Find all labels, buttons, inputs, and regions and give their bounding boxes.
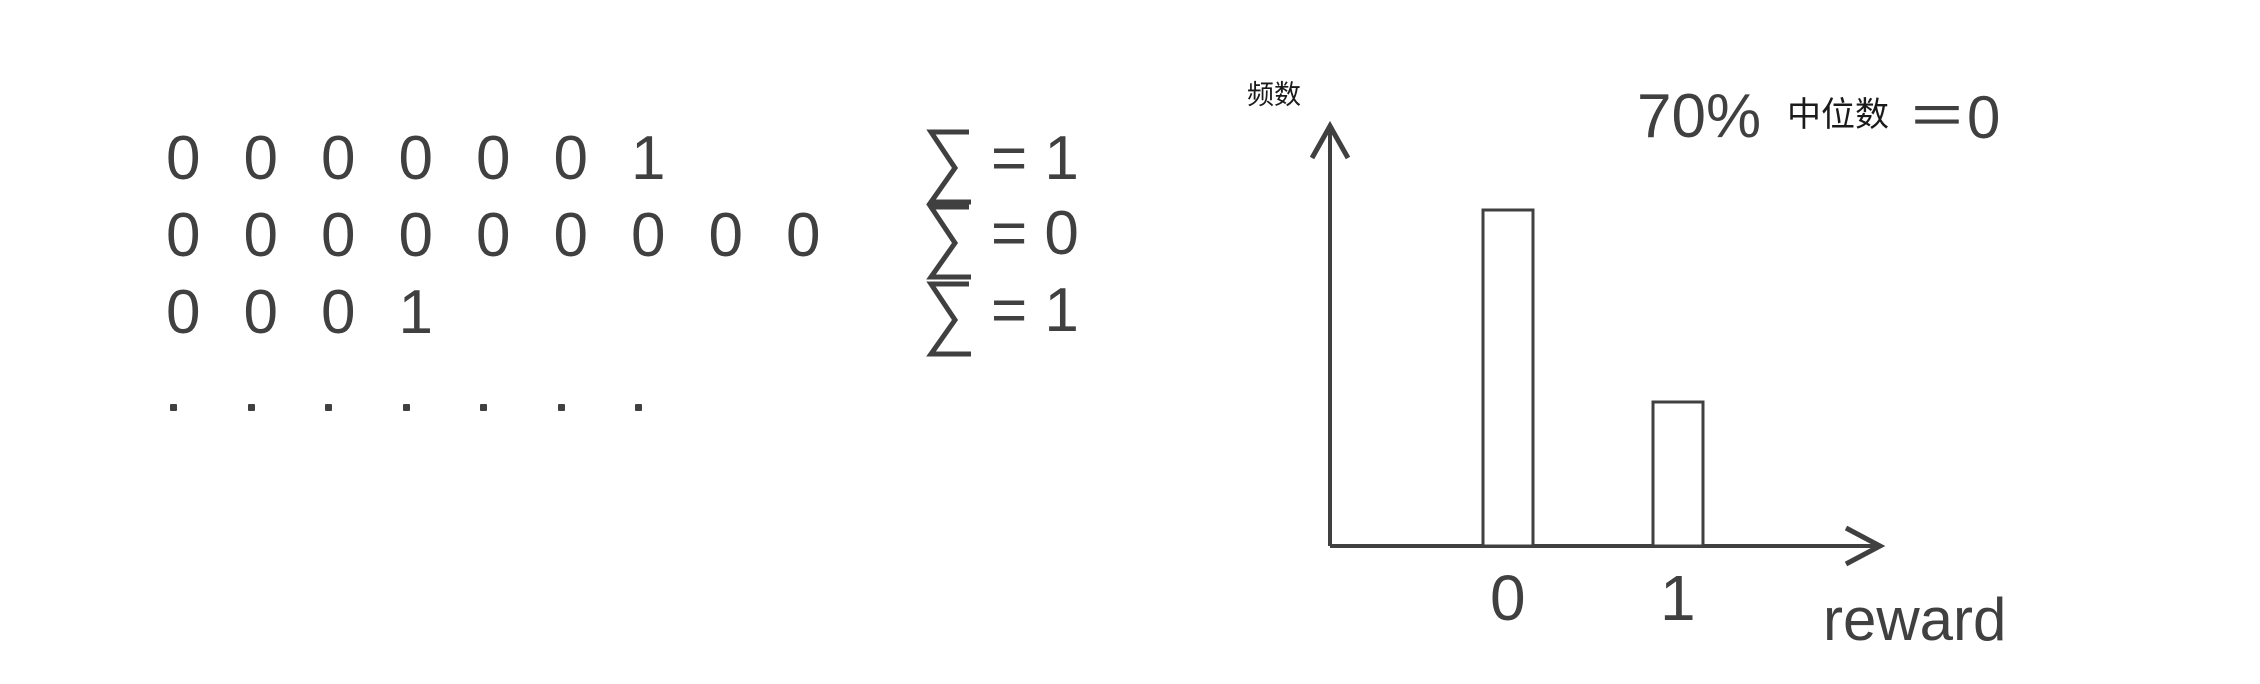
y-axis-arrow-icon xyxy=(1309,120,1351,160)
ellipsis-dot xyxy=(247,404,255,411)
sum-expression: = 1 xyxy=(925,280,1105,358)
x-axis-arrow-icon xyxy=(1844,525,1886,567)
x-axis-label: reward xyxy=(1823,586,2007,653)
ellipsis-dot xyxy=(402,404,410,411)
sequence-digit: 0 xyxy=(476,124,511,193)
median-value: ＝0 xyxy=(1907,84,2001,151)
sequence-digit: 0 xyxy=(166,201,201,270)
sequence-digit: 0 xyxy=(398,124,433,193)
ellipsis-dot xyxy=(557,404,565,411)
sigma-icon xyxy=(926,281,971,357)
ellipsis-dot xyxy=(325,404,332,411)
sequence-digit: 0 xyxy=(243,201,278,270)
median-label: 中位数 xyxy=(1787,96,1889,134)
ellipsis-dot xyxy=(635,404,642,411)
ellipsis-dot xyxy=(480,404,487,411)
sequence-digit: 0 xyxy=(631,201,666,270)
sum-expression: = 0 xyxy=(925,203,1105,281)
sequence-digit: 0 xyxy=(166,278,201,347)
sum-expression: = 1 xyxy=(925,128,1105,206)
sigma-icon xyxy=(926,204,971,280)
sequence-digit: 0 xyxy=(243,278,278,347)
y-axis-label: 频数 xyxy=(1247,80,1301,110)
x-tick-label: 1 xyxy=(1660,562,1696,634)
x-tick-label: 0 xyxy=(1490,562,1526,634)
sequence-digit: 0 xyxy=(321,201,356,270)
sequence-digit: 0 xyxy=(553,124,588,193)
sequence-digit: 0 xyxy=(321,278,356,347)
sequence-digit: 1 xyxy=(631,124,666,193)
sum-value: = 0 xyxy=(991,199,1079,268)
sequence-digit: 0 xyxy=(166,124,201,193)
sequence-digit: 0 xyxy=(708,201,743,270)
sequence-digit: 0 xyxy=(476,201,511,270)
sequence-digit: 0 xyxy=(398,201,433,270)
percent-annotation: 70% xyxy=(1637,82,1762,151)
ellipsis-dot xyxy=(170,404,177,411)
sequence-digit: 0 xyxy=(321,124,356,193)
sequence-digit: 0 xyxy=(786,201,821,270)
histogram-bar xyxy=(1651,400,1705,548)
sequence-digit: 0 xyxy=(553,201,588,270)
sum-value: = 1 xyxy=(991,276,1079,345)
sigma-icon xyxy=(926,129,971,205)
sequence-digit: 0 xyxy=(243,124,278,193)
histogram-bar xyxy=(1481,208,1535,548)
sum-value: = 1 xyxy=(991,124,1079,193)
sequence-digit: 1 xyxy=(398,278,433,347)
